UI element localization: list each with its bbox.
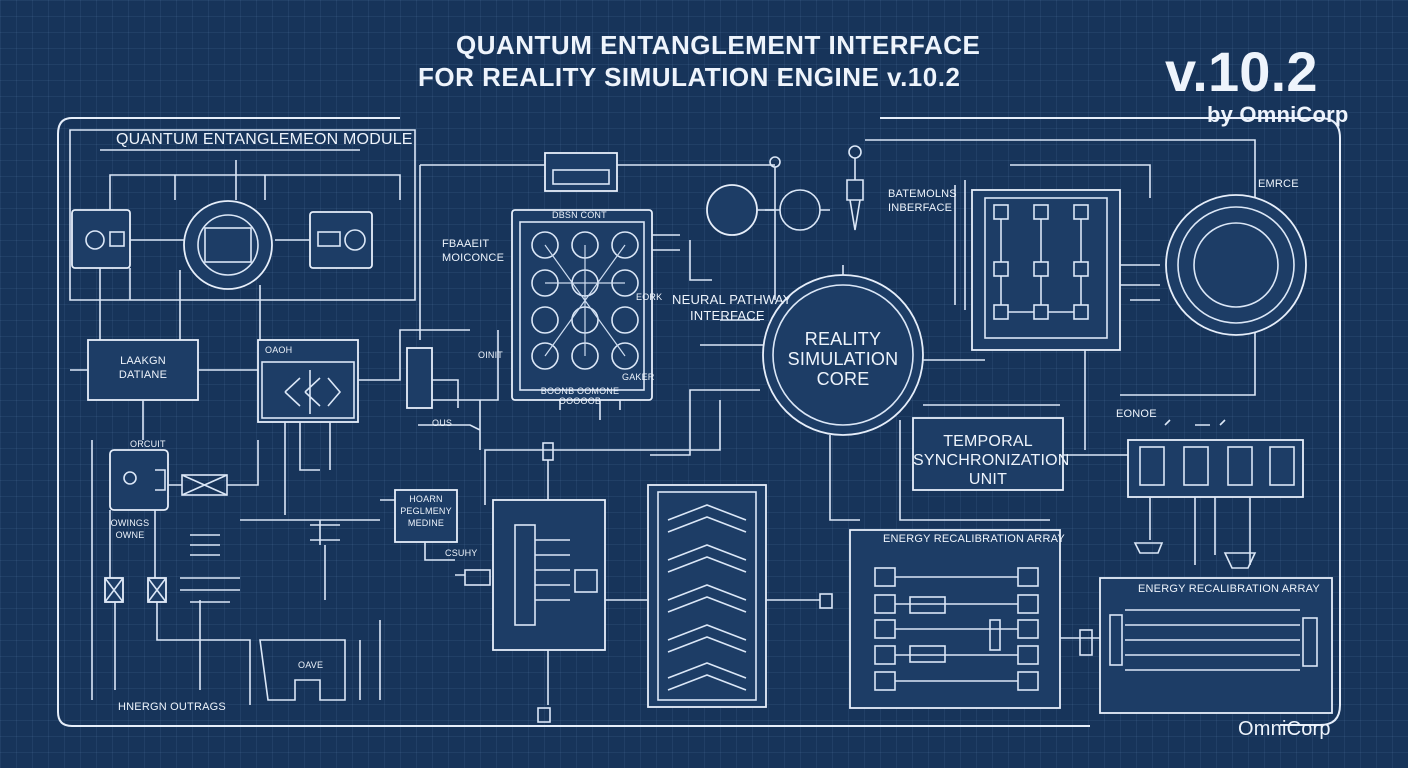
chevron-stack: [667, 504, 747, 691]
temporal-label-1: TEMPORAL: [943, 433, 1033, 450]
energy-array-2-label: ENERGY RECALIBRATION ARRAY: [1138, 583, 1320, 595]
qm-component-right: [309, 211, 373, 269]
quantum-module-label: QUANTUM ENTANGLEMEON MODULE: [116, 131, 413, 148]
ous-label: OUS: [432, 418, 453, 428]
dbsn-cont-node-grid: [531, 231, 639, 370]
owings-label-1: OWINGS: [110, 518, 150, 528]
fbaaeit-label-1: FBAAEIT: [442, 238, 490, 250]
emrce-label: EMRCE: [1258, 178, 1299, 190]
qm-core-dial: [183, 200, 273, 290]
batemolns-label-2: INBERFACE: [888, 202, 953, 214]
reality-core-rings: [762, 274, 924, 436]
fbaaeit-label-2: MOICONCE: [442, 252, 505, 264]
temporal-label-2: SYNCHRONIZATION: [913, 452, 1070, 469]
oinit-label: OINIT: [478, 350, 503, 360]
outer-frame: [57, 117, 1341, 727]
eork-label: EORK: [636, 292, 663, 302]
neural-pathway-label-2: INTERFACE: [690, 308, 765, 323]
hoarn-label-2: PEGLMENY: [400, 506, 452, 516]
quantum-module-frame: [69, 129, 416, 301]
byline: by OmniCorp: [1207, 102, 1349, 127]
title-line-1: QUANTUM ENTANGLEMENT INTERFACE: [456, 30, 981, 60]
core-label-3: CORE: [816, 369, 870, 389]
oaoh-label: OAOH: [265, 345, 293, 355]
gaker-label: GAKER: [622, 372, 655, 382]
qm-component-left: [71, 209, 131, 269]
bonb-label-2: OOOOOB: [558, 396, 602, 406]
neural-pathway-label-1: NEURAL PATHWAY: [672, 292, 792, 307]
core-label-1: REALITY: [804, 329, 882, 349]
orcuit-label: ORCUIT: [130, 439, 166, 449]
bonb-label-1: BOONB OOMONE: [540, 386, 620, 396]
eonoe-label: EONOE: [1116, 408, 1157, 420]
csuhy-label: CSUHY: [445, 548, 478, 558]
core-label-2: SIMULATION: [787, 349, 899, 369]
batemolns-switch-grid: [993, 204, 1089, 320]
emrce-ring: [1165, 194, 1307, 336]
laakgn-label-2: DATIANE: [118, 369, 168, 381]
hoarn-label-1: HOARN: [409, 494, 443, 504]
energy-array-1-cells: [874, 567, 1039, 691]
oave-label: OAVE: [298, 660, 324, 670]
hoarn-label-3: MEDINE: [407, 518, 445, 528]
version-label: v.10.2: [1165, 40, 1318, 103]
batemolns-label-1: BATEMOLNS: [888, 188, 957, 200]
temporal-label-3: UNIT: [968, 471, 1008, 488]
title-line-2: FOR REALITY SIMULATION ENGINE v.10.2: [418, 62, 961, 92]
brand-footer: OmniCorp: [1238, 718, 1331, 740]
dbsn-cont-label: DBSN CONT: [552, 210, 607, 220]
owings-label-2: OWNE: [115, 530, 145, 540]
laakgn-label-1: LAAKGN: [120, 355, 166, 367]
energy-array-1-label: ENERGY RECALIBRATION ARRAY: [883, 533, 1065, 545]
hnergn-outrags-label: HNERGN OUTRAGS: [118, 701, 226, 713]
